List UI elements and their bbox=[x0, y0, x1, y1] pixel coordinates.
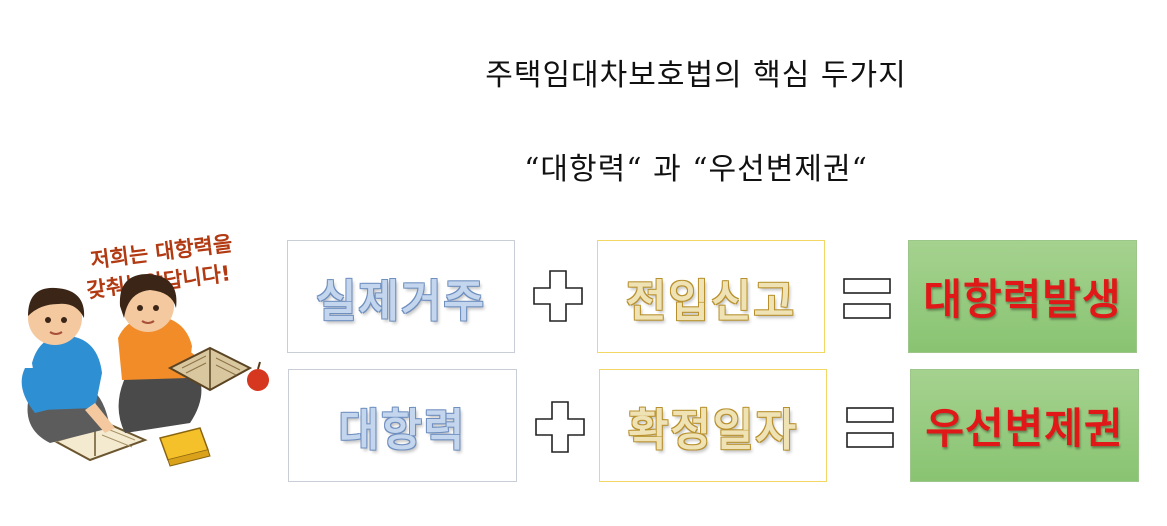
page-subtitle: “대항력“ 과 “우선변제권“ bbox=[524, 152, 868, 187]
plus-icon bbox=[533, 270, 583, 322]
box-result-opposing-power: 대항력발생 bbox=[908, 240, 1137, 353]
kids-reading-illustration bbox=[21, 274, 269, 467]
box-actual-residence: 실제거주 bbox=[287, 240, 515, 353]
yellow-book-icon bbox=[159, 427, 211, 467]
page-title: 주택임대차보호법의 핵심 두가지 bbox=[485, 58, 907, 93]
plus-icon bbox=[535, 401, 585, 453]
box-fixed-date: 확정일자 bbox=[599, 369, 827, 482]
equals-icon bbox=[846, 407, 894, 448]
equals-icon bbox=[843, 278, 891, 319]
box-opposing-power: 대항력 bbox=[288, 369, 517, 482]
girl-figure bbox=[118, 274, 205, 433]
apple-icon bbox=[247, 361, 269, 391]
old-book-icon bbox=[167, 346, 253, 392]
box-move-in-report: 전입신고 bbox=[597, 240, 825, 353]
boy-figure bbox=[21, 287, 115, 443]
box-result-priority-repayment: 우선변제권 bbox=[910, 369, 1139, 482]
